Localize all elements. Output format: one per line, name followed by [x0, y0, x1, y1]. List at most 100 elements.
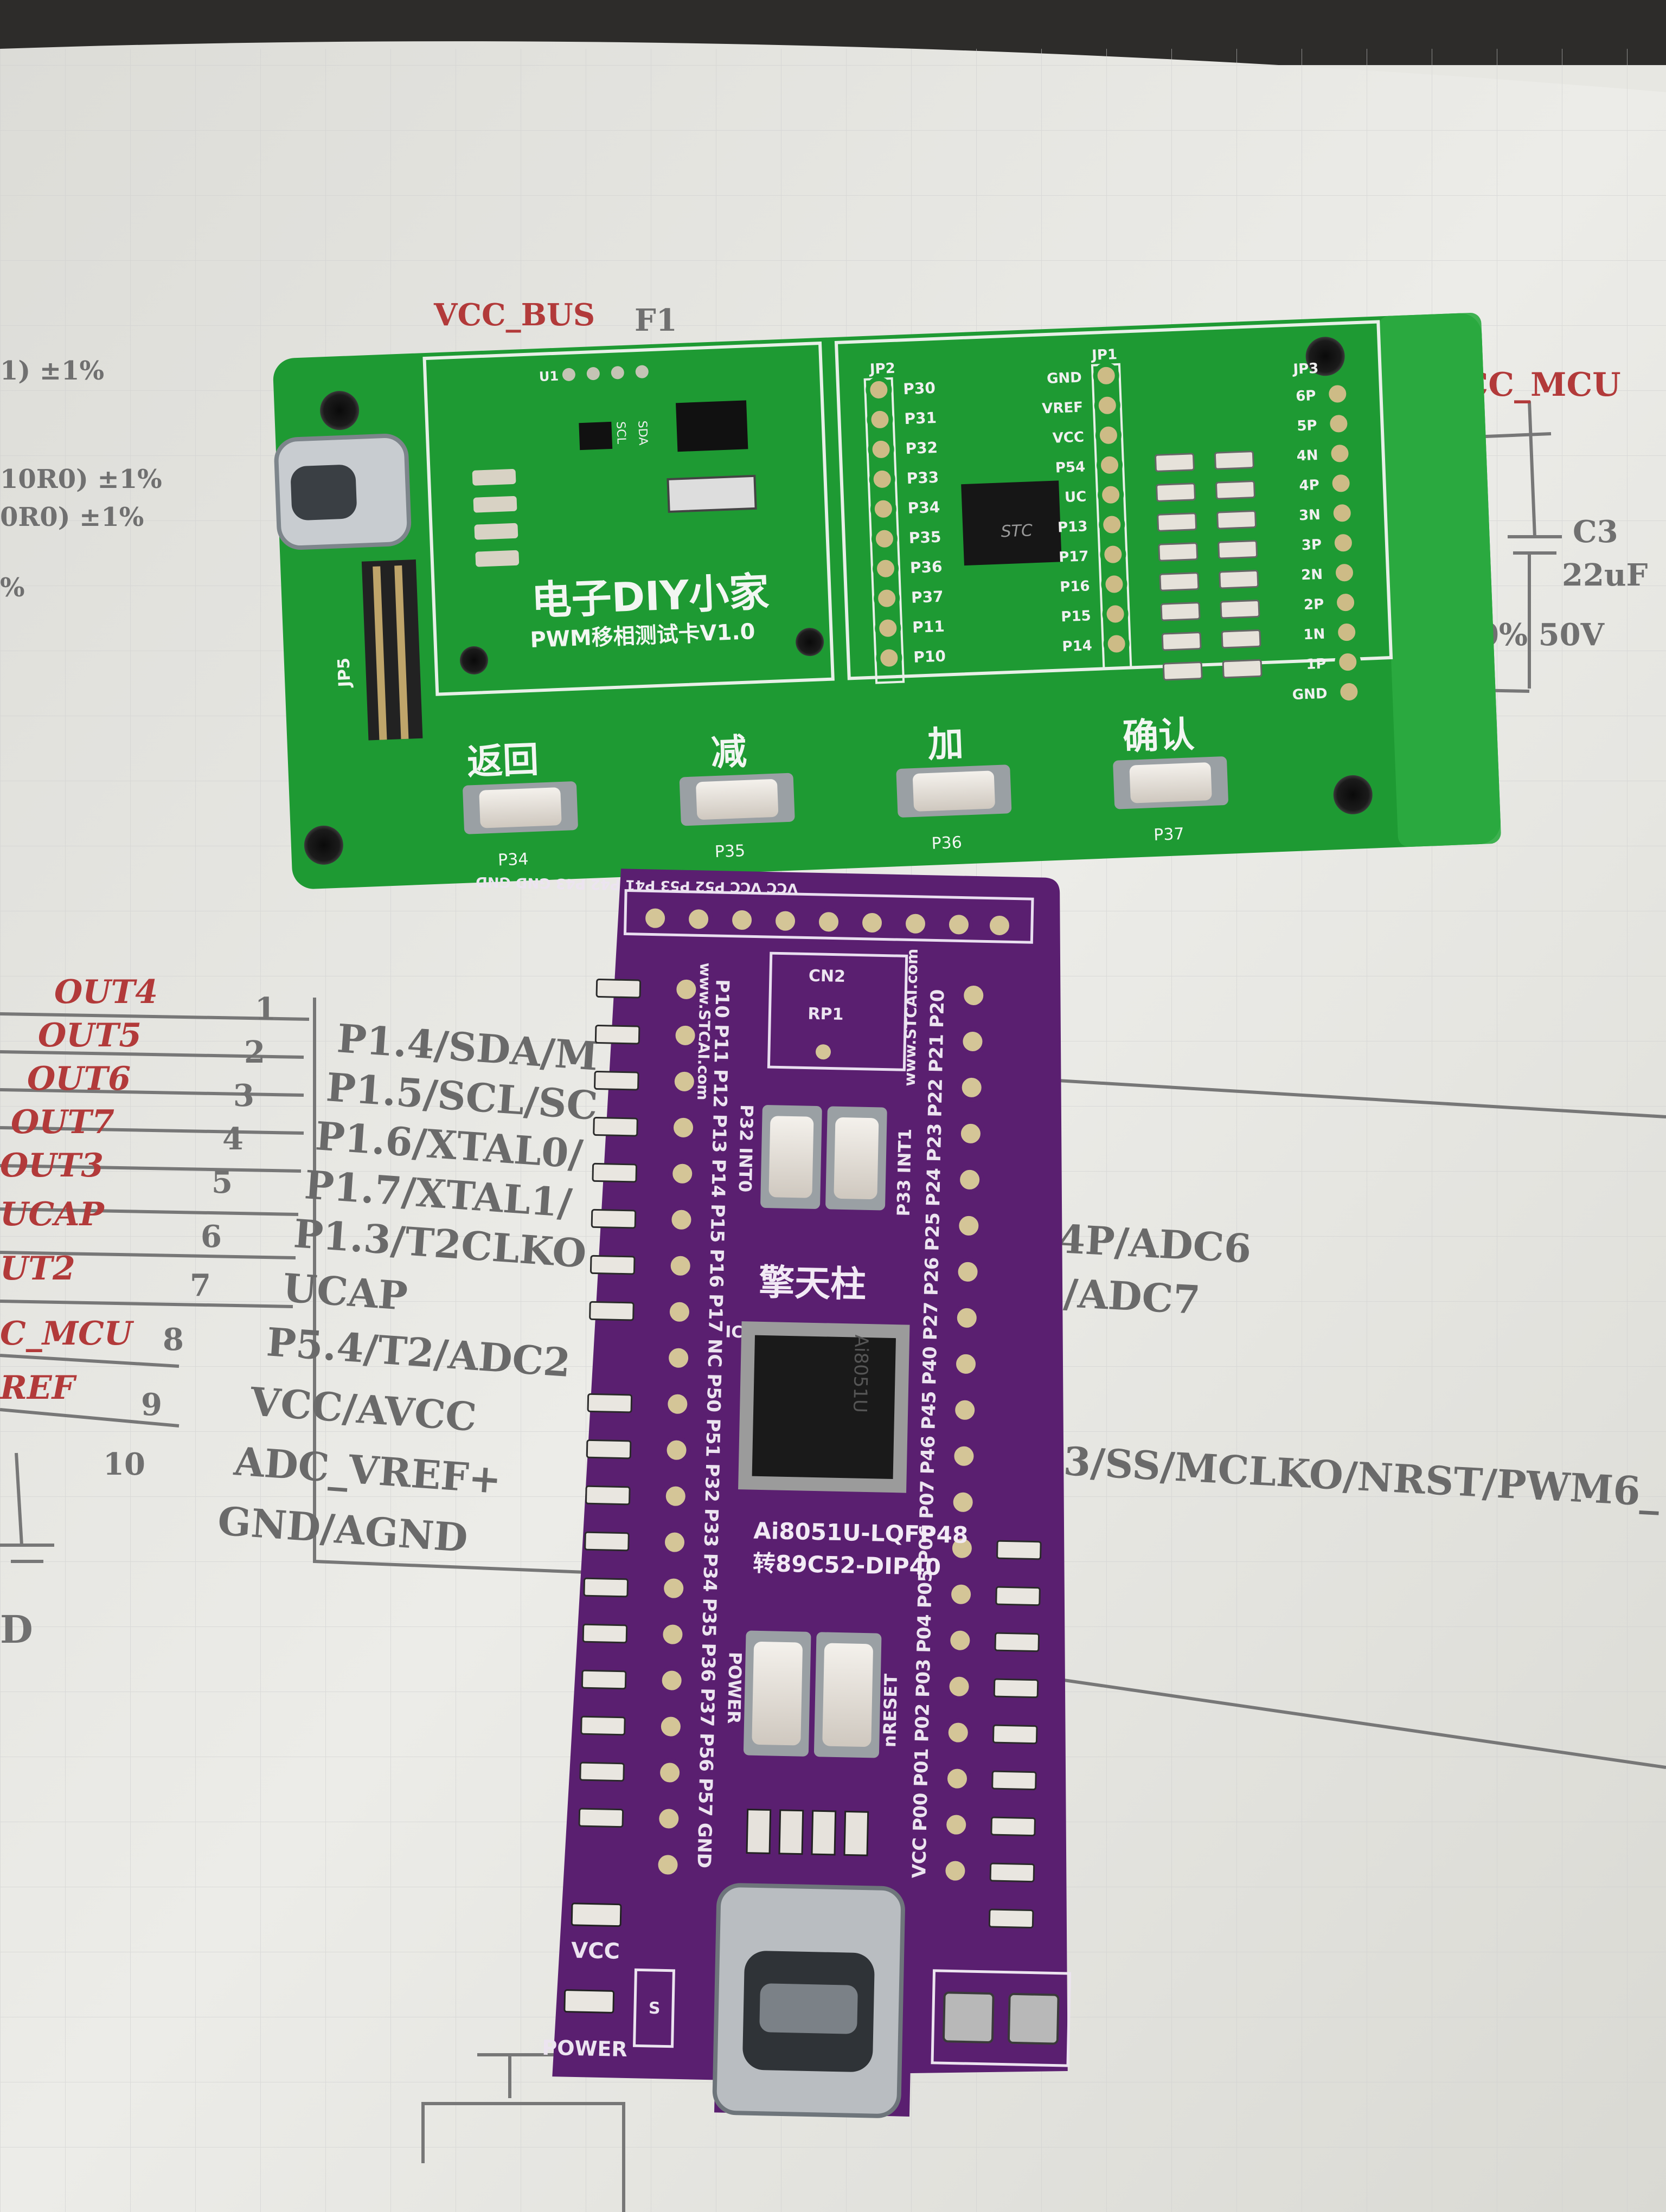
button-decrease-label: 减 [710, 731, 747, 774]
jp3-pin: GND [1292, 686, 1328, 703]
jp3-pin: 4N [1296, 447, 1318, 465]
jp3-pin: 3N [1298, 507, 1321, 524]
reset-button[interactable]: nRESET [813, 1632, 902, 1758]
mount-hole [1333, 775, 1373, 814]
jp-side-label: JP5 [335, 657, 355, 688]
jp1-pin: P13 [1058, 518, 1088, 536]
button-decrease-pin: P35 [714, 841, 746, 861]
jp1-pin: P15 [1061, 608, 1091, 625]
vcc-led [571, 1902, 622, 1927]
chip-mark: STC [1001, 521, 1033, 541]
scl-label: SCL [613, 421, 628, 445]
upper-button-left[interactable] [760, 1105, 822, 1209]
smd-regulator [676, 400, 748, 452]
usb-c-opening [291, 465, 357, 520]
power-led-label: POWER [542, 2036, 627, 2061]
res-tol-2: 10R0) ±1% [0, 464, 162, 494]
pin-number: 2 [244, 1034, 265, 1070]
jp2-pin-labels: P30 P31 P32 P33 P34 P35 P36 P37 P11 P10 [903, 379, 946, 666]
gnd-fragment: D [0, 1607, 33, 1652]
pin-numbers: 1 2 3 4 5 6 7 8 9 10 [103, 991, 276, 1482]
green-pcb: JP5 U1 SCL SDA 电子DIY小家 PWM移相测试卡V1.0 JP2 … [273, 312, 1501, 889]
net-out7: OUT7 [11, 1103, 114, 1141]
model-label: Ai8051U-LQFP48 [753, 1517, 969, 1548]
net-ucap: UCAP [0, 1195, 105, 1233]
button-back[interactable]: 返回 P34 [461, 737, 580, 871]
purple-pcb: VCC VCC P52 P53 P41 P42 P43 GND GND CN2 … [476, 869, 1072, 2118]
jp1-pads [1093, 362, 1130, 657]
conversion-label: 转89C52-DIP40 [753, 1550, 941, 1580]
c3-value: 22uF [1562, 557, 1648, 593]
pin-header-jp5 [361, 559, 423, 741]
f1-label: F1 [635, 303, 677, 338]
jp2-pads [866, 376, 902, 671]
jp3-pads [1324, 381, 1362, 705]
bottom-right-pads [943, 1991, 1060, 2045]
jp3-pin: 2N [1301, 567, 1323, 584]
button-confirm[interactable]: 确认 P37 [1111, 712, 1230, 846]
power-button-label: POWER [723, 1652, 746, 1724]
main-ic: Ai8051U [738, 1321, 910, 1493]
jp2-pin: P30 [903, 379, 936, 398]
pin-name: UCAP [281, 1264, 409, 1319]
vcc-bus-label: VCC_BUS [433, 297, 595, 333]
silk-frame-left [422, 341, 835, 696]
jp3-pin: 3P [1301, 537, 1322, 554]
upper-button-right[interactable] [825, 1106, 887, 1211]
c3-label: C3 [1573, 514, 1618, 550]
jp2-label: JP2 [868, 361, 895, 378]
jp1-pin: P14 [1062, 638, 1092, 655]
button-decrease[interactable]: 减 P35 [677, 729, 796, 863]
int1-label: P33 INT1 [893, 1128, 915, 1217]
jp2-pin: P36 [909, 558, 943, 577]
jp1-pin: P16 [1060, 578, 1090, 595]
smd-parts [472, 468, 520, 567]
jp2-pin: P33 [906, 468, 939, 487]
u1-label: U1 [539, 369, 559, 384]
pin-number: 10 [103, 1446, 145, 1482]
usb-c-connector-purple[interactable] [712, 1883, 905, 2118]
left-nets: OUT4 OUT5 OUT6 OUT7 OUT3 UCAP UT2 C_MCU … [0, 973, 158, 1407]
pin-number: 5 [212, 1165, 233, 1200]
smd-diode [667, 474, 757, 513]
jp3-pin: 1P [1306, 656, 1327, 673]
u1-pads [562, 365, 649, 381]
net-out6: OUT6 [27, 1060, 131, 1098]
net-out5: OUT5 [38, 1017, 142, 1054]
power-led [563, 1989, 615, 2014]
jp2-pin: P31 [904, 409, 937, 428]
chip-text: Ai8051U [849, 1334, 872, 1413]
left-pads [653, 975, 701, 1879]
pin-number: 8 [163, 1322, 184, 1358]
jp3-pin: 4P [1299, 477, 1319, 494]
button-increase-label: 加 [927, 722, 964, 765]
jp1-pin: P54 [1055, 459, 1085, 476]
button-increase[interactable]: 加 P36 [894, 721, 1013, 854]
vcc-led-label: VCC [571, 1938, 620, 1964]
cn2-outline [767, 951, 908, 1071]
jp2-pin: P11 [912, 618, 945, 636]
jp3-pin-labels: 6P 5P 4N 4P 3N 3P 2N 2P 1N 1P GND [1292, 388, 1328, 703]
net-ut2: UT2 [0, 1250, 75, 1288]
jp1-pin: P17 [1059, 548, 1089, 565]
jp2-pin: P10 [913, 647, 946, 666]
power-button[interactable]: POWER [723, 1630, 811, 1757]
pin-number: 1 [255, 991, 276, 1027]
jp1-pin: VREF [1042, 400, 1084, 417]
pin-number: 3 [233, 1078, 254, 1114]
brand-label: 擎天柱 [758, 1262, 867, 1306]
rp1-pad [816, 1044, 831, 1060]
rp1-label: RP1 [808, 1005, 844, 1024]
button-confirm-pin: P37 [1154, 825, 1185, 845]
res-tol-4: % [0, 573, 25, 603]
mount-hole [320, 391, 360, 430]
cn2-label: CN2 [809, 967, 846, 986]
button-confirm-label: 确认 [1122, 713, 1195, 758]
pin-number: 6 [201, 1219, 222, 1255]
net-out4: OUT4 [54, 973, 158, 1011]
jp2-pin: P34 [907, 498, 940, 517]
pin-number: 7 [190, 1268, 211, 1303]
jp2-pin: P32 [905, 439, 938, 458]
jp3-pin: 2P [1303, 596, 1324, 613]
